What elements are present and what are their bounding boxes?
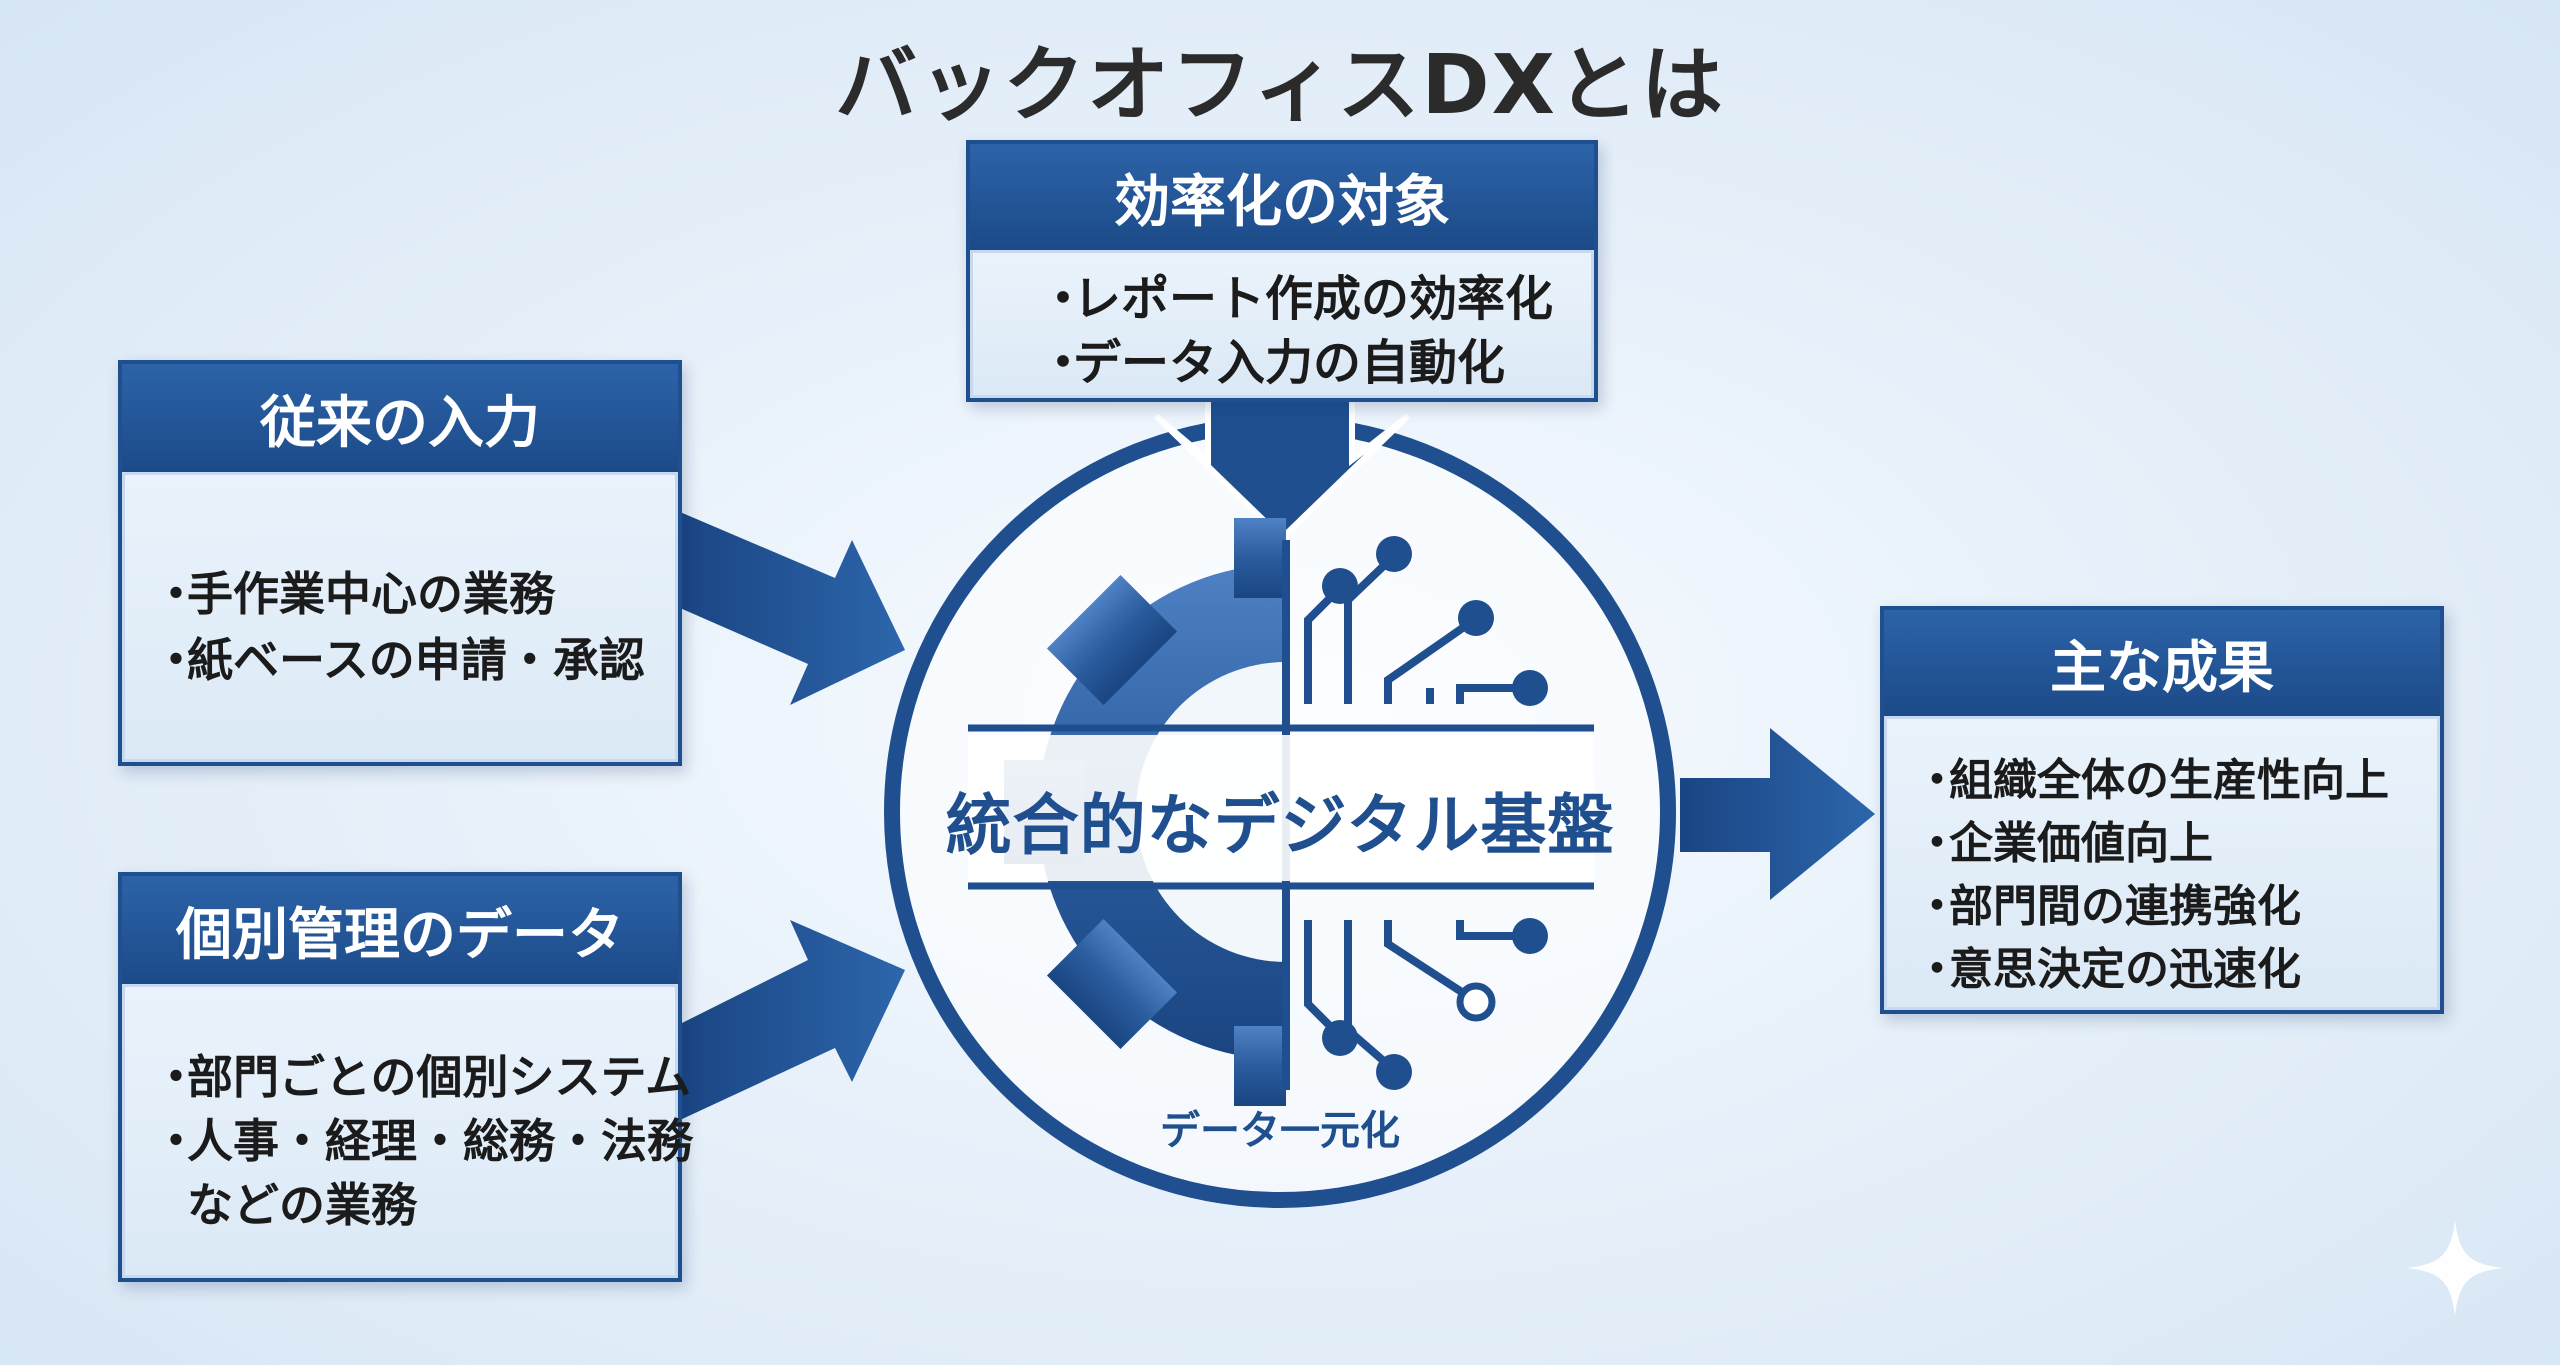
list-item: 意思決定の迅速化 (1915, 938, 2437, 1001)
results-box: 主な成果 組織全体の生産性向上 企業価値向上 部門間の連携強化 意思決定の迅速化 (1880, 606, 2444, 1014)
list-item: データ入力の自動化 (1039, 331, 1591, 395)
list-item: 紙ベースの申請・承認 (153, 627, 675, 693)
arrow-to-results (1680, 728, 1875, 900)
legacy-input-title: 従来の入力 (122, 364, 678, 472)
efficiency-target-box: 効率化の対象 レポート作成の効率化 データ入力の自動化 (966, 140, 1598, 402)
list-item-text: 人事・経理・総務・法務 (187, 1114, 693, 1168)
list-item: 企業価値向上 (1915, 812, 2437, 875)
list-item-continuation: などの業務 (187, 1178, 417, 1232)
list-item: 部門ごとの個別システム (153, 1045, 691, 1109)
arrow-from-legacy (680, 512, 905, 705)
list-item: 人事・経理・総務・法務 などの業務 (153, 1109, 693, 1237)
results-body: 組織全体の生産性向上 企業価値向上 部門間の連携強化 意思決定の迅速化 (1884, 716, 2440, 1010)
arrow-from-target (1153, 395, 1411, 543)
separate-data-title: 個別管理のデータ (122, 876, 678, 984)
legacy-input-body: 手作業中心の業務 紙ベースの申請・承認 (122, 472, 678, 762)
legacy-input-box: 従来の入力 手作業中心の業務 紙ベースの申請・承認 (118, 360, 682, 766)
sparkle-icon (2407, 1220, 2503, 1316)
list-item: 部門間の連携強化 (1915, 875, 2437, 938)
separate-data-body: 部門ごとの個別システム 人事・経理・総務・法務 などの業務 (122, 984, 693, 1278)
center-label: 統合的なデジタル基盤 (945, 787, 1615, 864)
efficiency-target-title: 効率化の対象 (970, 144, 1594, 250)
list-item: 組織全体の生産性向上 (1915, 749, 2437, 812)
center-sub-label: データ一元化 (1160, 1108, 1400, 1154)
results-title: 主な成果 (1884, 610, 2440, 716)
list-item: 手作業中心の業務 (153, 561, 675, 627)
separate-data-box: 個別管理のデータ 部門ごとの個別システム 人事・経理・総務・法務 などの業務 (118, 872, 693, 1282)
efficiency-target-body: レポート作成の効率化 データ入力の自動化 (970, 250, 1594, 398)
list-item: レポート作成の効率化 (1039, 267, 1591, 331)
arrow-from-separate (680, 920, 905, 1120)
page-title: バックオフィスDXとは (835, 38, 1725, 133)
